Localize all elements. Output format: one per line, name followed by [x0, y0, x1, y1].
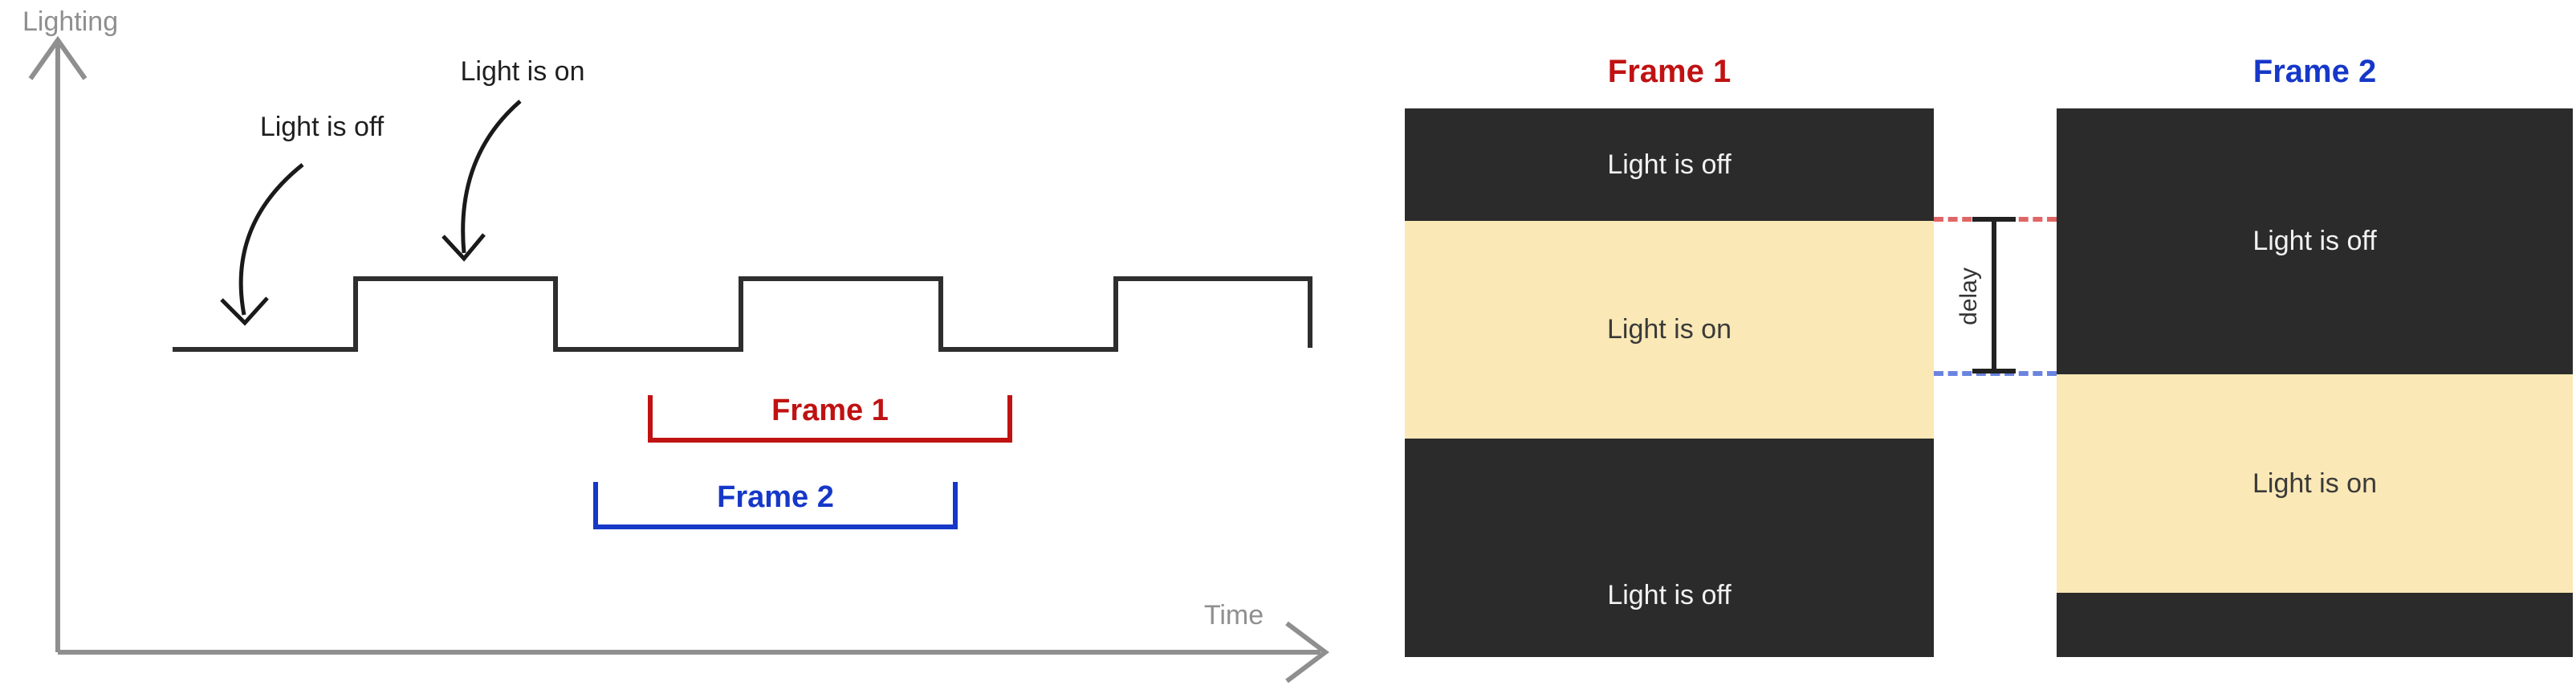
frame2-interval-bracket: Frame 2: [593, 480, 958, 529]
frame1-sensor-box: Light is off Light is on Light is off: [1405, 108, 1934, 657]
light-off-annotation: Light is off: [260, 112, 385, 142]
frame1-title: Frame 1: [1607, 54, 1732, 89]
light-on-annotation: Light is on: [461, 56, 585, 87]
delay-label: delay: [1955, 267, 1982, 325]
x-axis-arrowhead-icon: [1285, 621, 1329, 684]
y-axis: [28, 35, 87, 652]
frame2-light-on-band: Light is on: [2057, 374, 2573, 593]
x-axis-label: Time: [1204, 600, 1264, 631]
delay-bracket-stem: [1992, 219, 1996, 373]
frame2-sensor-box: Light is off Light is on: [2057, 108, 2573, 657]
x-axis: [58, 621, 1329, 684]
light-off-arrow-icon: [220, 163, 304, 326]
y-axis-label: Lighting: [22, 6, 118, 37]
frame1-light-off-bottom-band: Light is off: [1607, 580, 1732, 610]
lighting-time-plot: Lighting Time Light is off Light is on F…: [22, 6, 1329, 684]
frame1-interval-bracket: Frame 1: [648, 394, 1012, 443]
delay-bracket-top-cap: [1972, 217, 2016, 222]
frame1-light-off-top-band: Light is off: [1607, 149, 1732, 180]
y-axis-arrowhead-icon: [28, 35, 87, 80]
delay-bracket-bottom-cap: [1972, 369, 2016, 373]
frame2-light-off-band: Light is off: [2252, 226, 2377, 256]
lighting-square-wave: [173, 276, 1312, 352]
frame2-title: Frame 2: [2252, 54, 2377, 89]
frame2-bracket-label: Frame 2: [717, 480, 834, 514]
frame2-exposure-dashed-line: [1934, 371, 2057, 376]
light-on-arrow-icon: [442, 100, 522, 262]
frame1-light-on-band: Light is on: [1405, 221, 1934, 439]
frame1-bracket-label: Frame 1: [771, 394, 889, 427]
